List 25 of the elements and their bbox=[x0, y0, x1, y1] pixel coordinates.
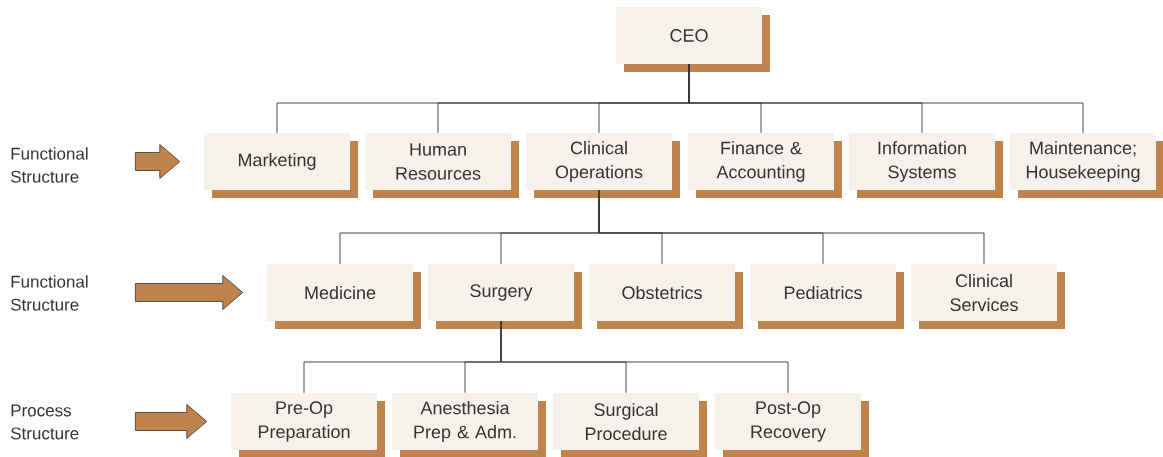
org-box: Anesthesia Prep & Adm. bbox=[392, 393, 546, 457]
connector-line bbox=[598, 189, 985, 265]
org-box: Pre-Op Preparation bbox=[231, 393, 385, 457]
block-arrow bbox=[135, 144, 181, 179]
org-box: Surgical Procedure bbox=[553, 393, 707, 457]
org-box: Human Resources bbox=[365, 133, 519, 198]
row-label: Process Structure bbox=[11, 404, 79, 440]
org-box: Surgery bbox=[428, 264, 582, 329]
connector-line bbox=[500, 320, 789, 394]
org-box: Medicine bbox=[267, 264, 421, 329]
block-arrow bbox=[135, 275, 244, 310]
row-label: Functional Structure bbox=[11, 275, 88, 311]
org-box: Marketing bbox=[204, 133, 358, 198]
org-box: Clinical Services bbox=[911, 264, 1065, 329]
org-box: Information Systems bbox=[849, 133, 1003, 198]
org-box: Obstetrics bbox=[589, 264, 743, 329]
org-box: Maintenance; Housekeeping bbox=[1010, 133, 1163, 198]
org-box: CEO bbox=[616, 7, 770, 72]
org-box: Pediatrics bbox=[750, 264, 904, 329]
org-box: Finance & Accounting bbox=[688, 133, 842, 198]
row-label: Functional Structure bbox=[11, 147, 88, 183]
block-arrow bbox=[135, 404, 208, 439]
org-box: Post-Op Recovery bbox=[715, 393, 869, 457]
connector-line bbox=[688, 63, 1084, 134]
org-box: Clinical Operations bbox=[526, 133, 680, 198]
